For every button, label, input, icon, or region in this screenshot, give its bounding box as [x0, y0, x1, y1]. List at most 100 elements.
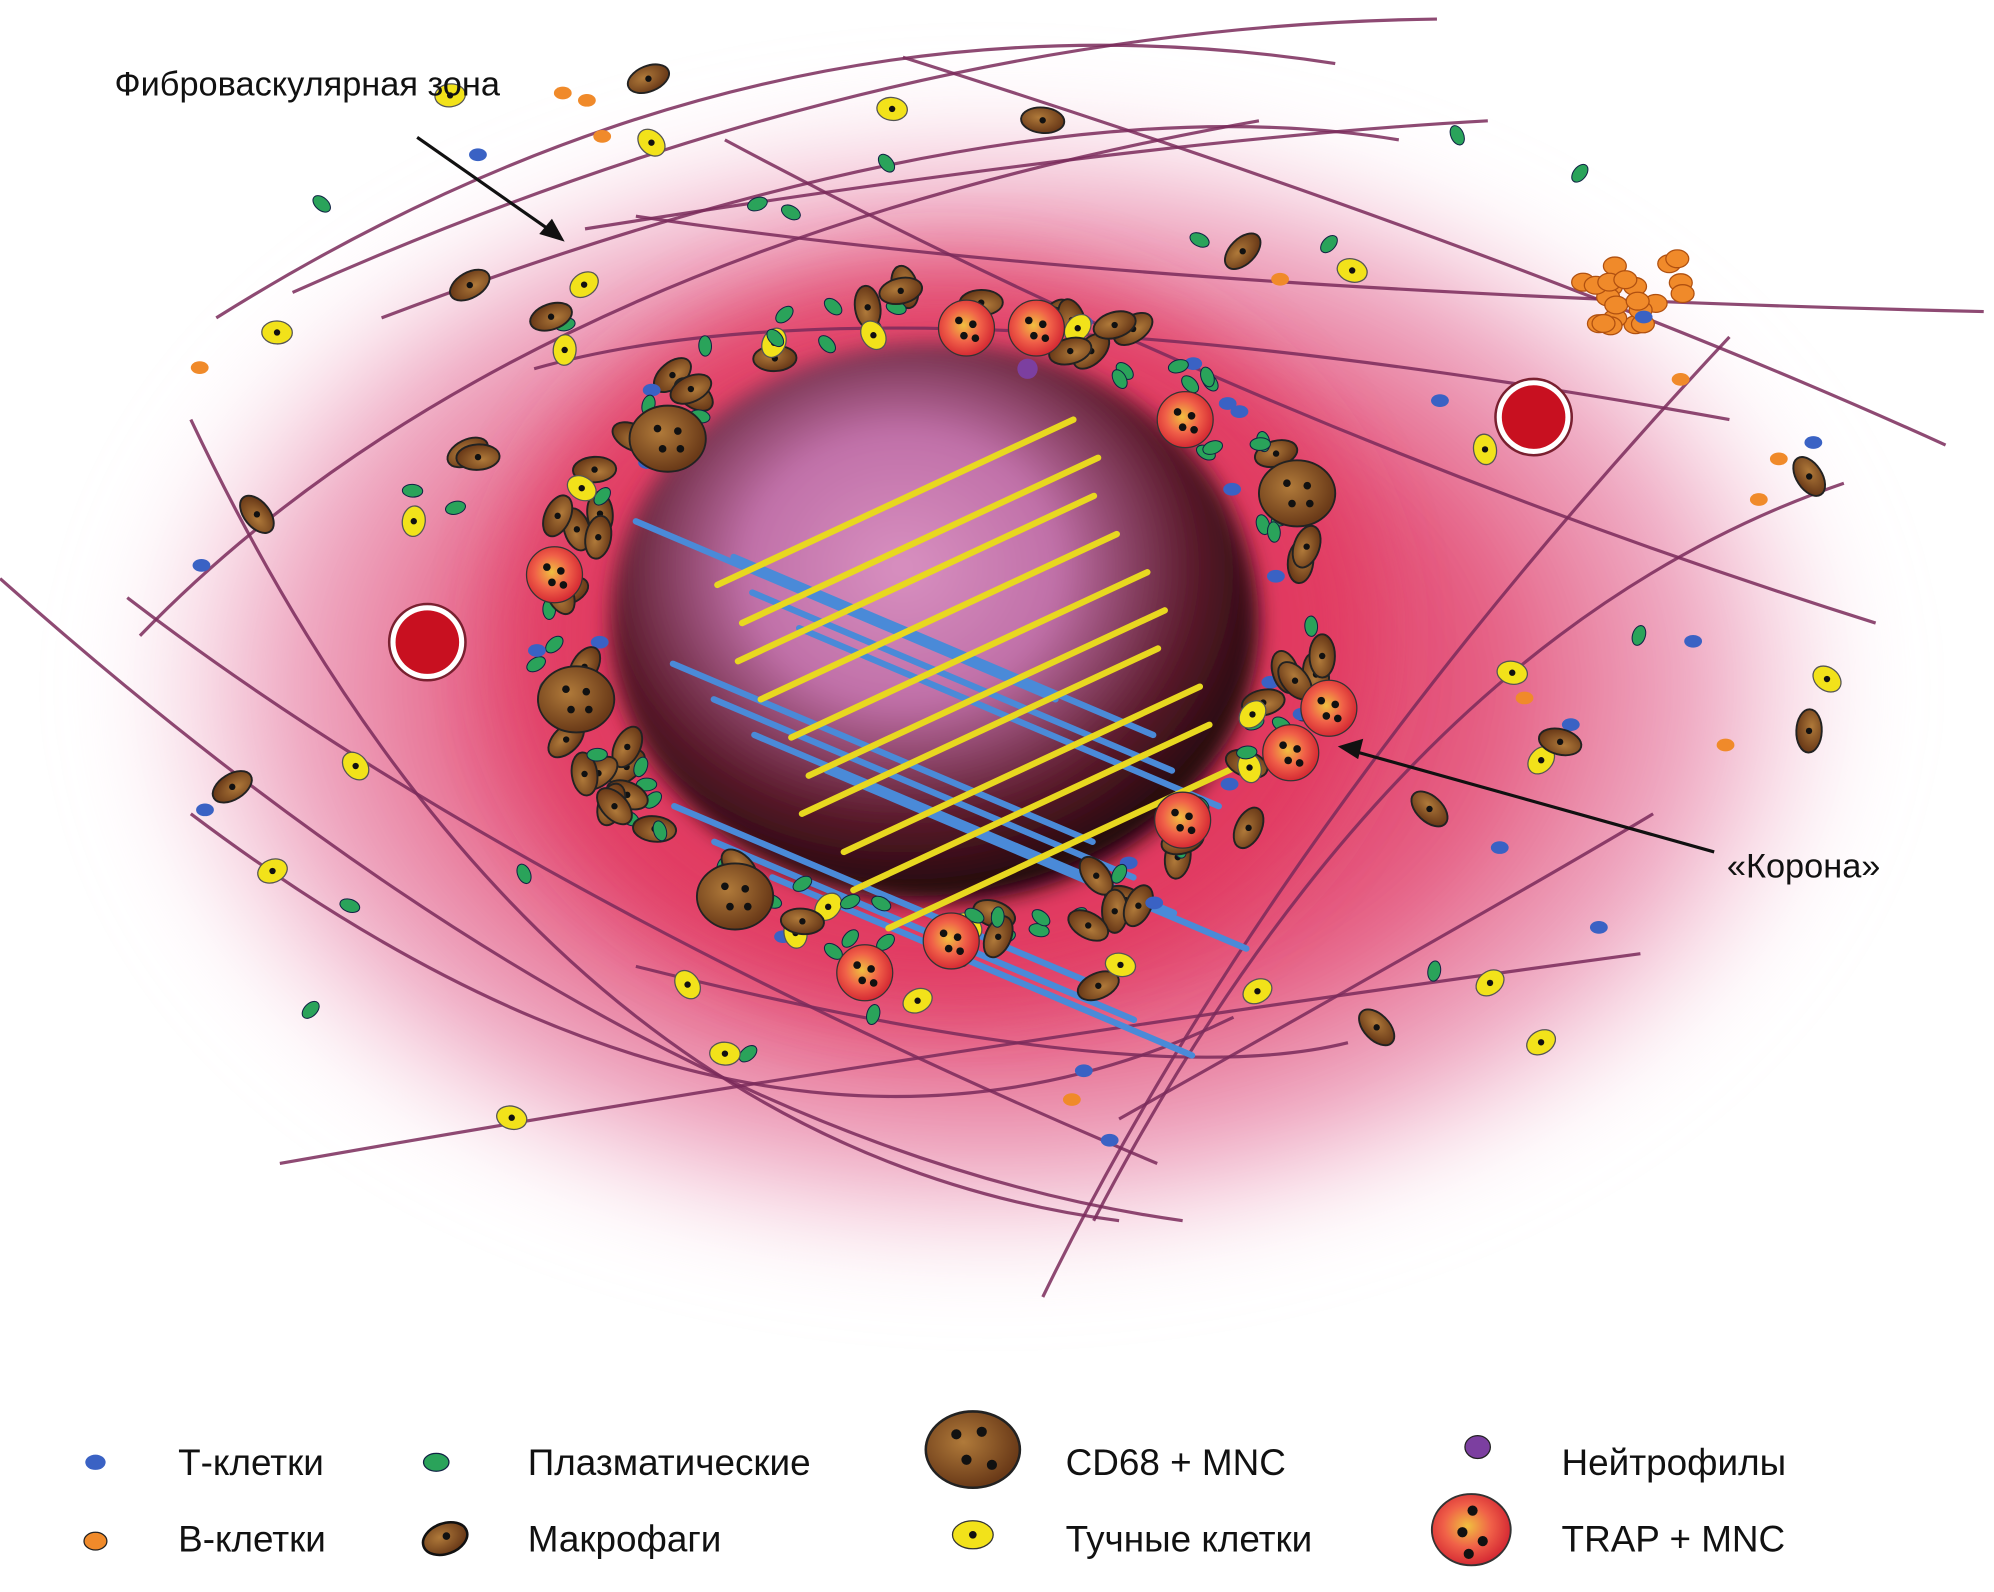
plasma-cell	[516, 863, 532, 885]
yellow-rod	[850, 721, 1213, 894]
legend-item-macrophages: Макрофаги	[421, 1518, 721, 1559]
fiber	[1041, 335, 1731, 1298]
plasma-cell	[823, 297, 843, 316]
t-cell	[1074, 1064, 1093, 1078]
t-cell-icon	[85, 1454, 106, 1470]
plasma-cell	[593, 487, 611, 506]
plasma-cell	[301, 1000, 320, 1019]
fiber	[584, 119, 1488, 231]
fiber	[635, 214, 1984, 314]
plasma-cell	[1449, 125, 1465, 146]
b-cell	[1604, 295, 1629, 315]
t-cell	[469, 148, 487, 162]
t-cell	[1431, 394, 1449, 408]
t-cell	[1804, 436, 1823, 449]
legend-label: Нейтрофилы	[1562, 1442, 1787, 1483]
trap-mnc	[922, 912, 980, 970]
plasma-cell	[866, 1004, 881, 1025]
plasma-cell	[1427, 960, 1442, 982]
plasma-cell	[780, 204, 801, 221]
plasma-cell	[445, 500, 467, 515]
fibrovascular-zone-label: Фиброваскулярная зона	[115, 65, 501, 103]
plasma-cell	[839, 894, 861, 910]
legend-label: TRAP + MNC	[1562, 1518, 1786, 1559]
legend-item-neutrophils: Нейтрофилы	[1464, 1434, 1787, 1483]
b-cell	[1613, 270, 1638, 290]
t-cell	[1634, 310, 1653, 324]
label-fibrovascular-zone: Фиброваскулярная зона	[115, 65, 565, 242]
plasma-cell	[738, 1045, 758, 1063]
b-cell	[1591, 313, 1616, 334]
legend-label: Тучные клетки	[1066, 1518, 1313, 1559]
plasma-cell	[1111, 369, 1128, 389]
b-cell	[1515, 691, 1534, 705]
necrotic-core	[610, 343, 1259, 903]
t-cell	[1220, 777, 1239, 791]
trap-mnc	[836, 944, 894, 1002]
yellow-rod	[738, 454, 1102, 627]
b-cell-cluster	[1571, 249, 1695, 336]
trap-mnc	[1262, 724, 1320, 782]
trap-mnc	[1156, 391, 1214, 449]
trap-mnc-icon	[1430, 1493, 1512, 1567]
b-cell	[190, 361, 209, 375]
b-cell	[1670, 284, 1695, 304]
plasma-cell	[1181, 375, 1200, 394]
plasma-cell	[1111, 863, 1128, 884]
plasma-cell	[698, 335, 713, 357]
plasma-cell	[841, 929, 859, 948]
plasma-cell	[1236, 745, 1258, 760]
plasma-cell	[1320, 234, 1338, 254]
yellow-rod	[734, 492, 1098, 665]
legend-label: CD68 + MNC	[1066, 1442, 1286, 1483]
t-cell	[1589, 920, 1608, 934]
plasma-cell	[1249, 437, 1271, 451]
yellow-rod	[798, 645, 1162, 817]
cd68-mnc	[695, 862, 775, 931]
plasma-cell	[401, 483, 424, 498]
legend-item-plasma-cells: Плазматические	[422, 1442, 811, 1483]
fiber	[724, 138, 1877, 625]
legend-item-t-cells: Т-клетки	[85, 1442, 324, 1483]
t-cell	[192, 558, 211, 572]
b-cell	[1271, 272, 1289, 286]
b-cell	[577, 93, 596, 107]
t-cell	[528, 644, 546, 657]
plasma-cell	[1031, 909, 1051, 927]
t-cell	[590, 635, 609, 649]
arrow-head-icon	[539, 218, 565, 242]
b-cell	[1769, 452, 1788, 466]
fiber	[189, 418, 1120, 1223]
plasma-cell	[1202, 440, 1224, 455]
plasma-cell	[990, 906, 1005, 928]
legend-label: Плазматические	[528, 1442, 811, 1483]
yellow-rod	[714, 416, 1077, 589]
blue-rod	[730, 553, 1157, 739]
t-cell	[1100, 1133, 1119, 1147]
yellow-rod	[757, 530, 1120, 703]
arrow-head-icon	[1337, 738, 1364, 760]
plasma-cell	[586, 747, 608, 762]
t-cell	[1561, 718, 1580, 731]
trap-mnc	[1154, 791, 1212, 849]
blood-vessel	[1494, 377, 1574, 457]
plasma-cell	[747, 196, 768, 212]
plasma-cell	[871, 895, 892, 912]
t-cell	[1223, 482, 1242, 496]
b-cell	[1749, 493, 1768, 506]
cd68-mnc-icon	[924, 1410, 1022, 1490]
t-cell	[1218, 397, 1237, 410]
t-cell	[196, 803, 214, 817]
plasma-cell	[545, 635, 564, 654]
fiber	[279, 952, 1641, 1166]
b-cell	[1625, 291, 1650, 311]
t-cell	[642, 383, 661, 397]
neutrophil-icon	[1464, 1434, 1492, 1460]
foreign-material-rods	[632, 416, 1250, 1059]
legend-item-cd68-mnc: CD68 + MNC	[924, 1410, 1286, 1490]
blue-rod	[671, 802, 1098, 988]
neutrophil	[1017, 358, 1038, 379]
trap-mnc	[525, 546, 584, 604]
legend-label: Т-клетки	[178, 1442, 324, 1483]
